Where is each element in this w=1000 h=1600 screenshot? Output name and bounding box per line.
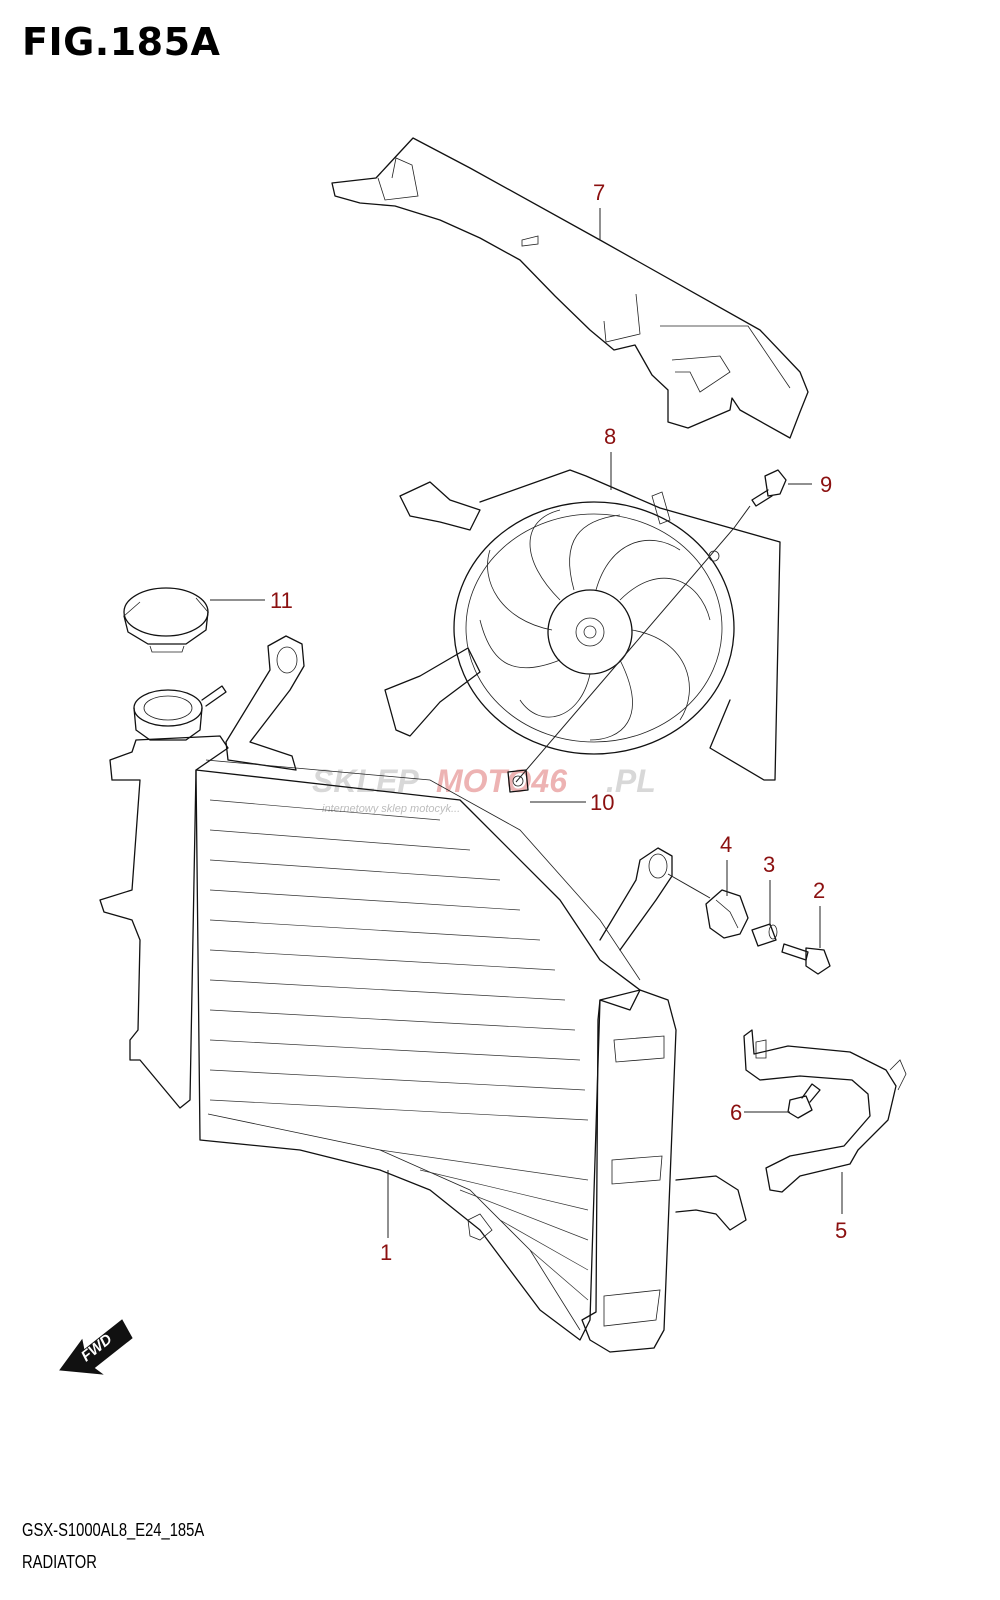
part-10-nut [507, 769, 529, 793]
callout-9: 9 [820, 472, 832, 497]
callout-5: 5 [835, 1218, 847, 1243]
part-9-bolt [751, 469, 787, 507]
watermark-tagline: internetowy sklep motocyk... [322, 803, 460, 815]
fwd-arrow-icon: FWD [59, 1319, 133, 1375]
callout-10: 10 [590, 790, 614, 815]
figure-code: GSX-S1000AL8_E24_185A [22, 1520, 205, 1540]
leader-lines [210, 208, 843, 1238]
radiator-fins [209, 799, 589, 1301]
fan-blades [479, 509, 711, 741]
part-5-hose-bracket [743, 1029, 907, 1193]
callout-labels: 7 8 9 10 11 1 4 3 2 6 5 [270, 180, 847, 1265]
part-6-bolt [787, 1083, 821, 1119]
callout-1: 1 [380, 1240, 392, 1265]
callout-4: 4 [720, 832, 732, 857]
watermark-part2: MOTO46 [436, 763, 567, 799]
callout-2: 2 [813, 878, 825, 903]
part-4-grommet [705, 889, 749, 939]
callout-7: 7 [593, 180, 605, 205]
watermark-part3: .PL [606, 763, 656, 799]
callout-11: 11 [270, 588, 293, 613]
part-1-radiator [99, 635, 747, 1353]
figure-title: FIG.185A [22, 20, 221, 64]
part-3-collar [751, 923, 778, 947]
figure-name: RADIATOR [22, 1552, 97, 1572]
callout-3: 3 [763, 852, 775, 877]
part-7-radiator-cover [331, 137, 809, 439]
part-11-radiator-cap [123, 587, 209, 653]
callout-8: 8 [604, 424, 616, 449]
watermark: SKLEP MOTO46 .PL internetowy sklep motoc… [312, 763, 656, 815]
part-8-cooling-fan [384, 469, 781, 781]
callout-6: 6 [730, 1100, 742, 1125]
part-2-bolt [781, 943, 831, 975]
